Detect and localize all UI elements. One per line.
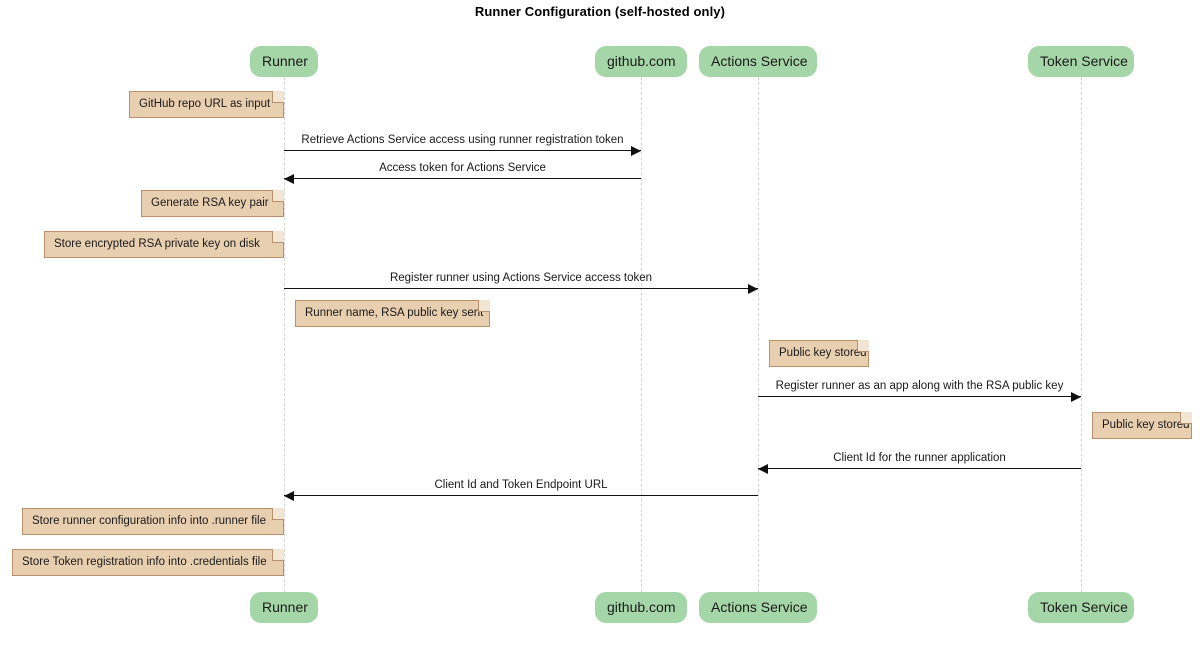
participant-label: Token Service — [1040, 53, 1128, 69]
note-store-token: Store Token registration info into .cred… — [12, 549, 284, 576]
msg-retrieve-access-arrowhead — [631, 145, 641, 156]
note-pubkey-actions: Public key stored — [769, 340, 869, 367]
msg-client-id-arrowhead — [758, 463, 768, 474]
lifeline-token — [1081, 77, 1082, 592]
note-text: Runner name, RSA public key sent — [305, 307, 484, 319]
note-runner-name: Runner name, RSA public key sent — [295, 300, 490, 327]
lifeline-github — [641, 77, 642, 592]
participant-github-bottom[interactable]: github.com — [595, 592, 687, 623]
note-text: Store runner configuration info into .ru… — [32, 515, 266, 527]
participant-github-top[interactable]: github.com — [595, 46, 687, 77]
msg-access-token-label: Access token for Actions Service — [379, 162, 546, 174]
lifeline-runner — [284, 77, 285, 592]
note-fold-corner-icon — [1180, 412, 1192, 424]
participant-label: Actions Service — [711, 599, 808, 615]
msg-client-id-endpoint-arrowhead — [284, 490, 294, 501]
participant-label: github.com — [607, 53, 676, 69]
msg-client-id-line — [758, 468, 1081, 469]
note-fold-corner-icon — [857, 340, 869, 352]
note-store-rsa: Store encrypted RSA private key on disk — [44, 231, 284, 258]
note-generate-rsa: Generate RSA key pair — [141, 190, 284, 217]
msg-register-app-arrowhead — [1071, 391, 1081, 402]
msg-retrieve-access-label: Retrieve Actions Service access using ru… — [301, 134, 624, 146]
note-text: Public key stored — [1102, 419, 1190, 431]
participant-label: Token Service — [1040, 599, 1128, 615]
participant-runner-bottom[interactable]: Runner — [250, 592, 318, 623]
note-fold-corner-icon — [272, 231, 284, 243]
msg-access-token-arrowhead — [284, 173, 294, 184]
note-fold-corner-icon — [272, 91, 284, 103]
msg-register-app-line — [758, 396, 1081, 397]
note-pubkey-token: Public key stored — [1092, 412, 1192, 439]
note-text: Generate RSA key pair — [151, 197, 269, 209]
note-fold-corner-icon — [272, 190, 284, 202]
msg-register-runner-label: Register runner using Actions Service ac… — [389, 272, 653, 284]
msg-register-runner-arrowhead — [748, 283, 758, 294]
participant-actions-bottom[interactable]: Actions Service — [699, 592, 817, 623]
participant-label: Actions Service — [711, 53, 808, 69]
note-repo-url: GitHub repo URL as input — [129, 91, 284, 118]
participant-label: github.com — [607, 599, 676, 615]
msg-retrieve-access-line — [284, 150, 641, 151]
participant-token-bottom[interactable]: Token Service — [1028, 592, 1134, 623]
participant-token-top[interactable]: Token Service — [1028, 46, 1134, 77]
note-fold-corner-icon — [272, 508, 284, 520]
msg-client-id-endpoint-label: Client Id and Token Endpoint URL — [434, 479, 608, 491]
participant-label: Runner — [262, 53, 308, 69]
note-fold-corner-icon — [478, 300, 490, 312]
note-text: Store encrypted RSA private key on disk — [54, 238, 260, 250]
msg-access-token-line — [284, 178, 641, 179]
msg-register-app-label: Register runner as an app along with the… — [775, 380, 1064, 392]
participant-runner-top[interactable]: Runner — [250, 46, 318, 77]
note-fold-corner-icon — [272, 549, 284, 561]
msg-client-id-endpoint-line — [284, 495, 758, 496]
page-title: Runner Configuration (self-hosted only) — [474, 4, 726, 19]
note-store-config: Store runner configuration info into .ru… — [22, 508, 284, 535]
participant-label: Runner — [262, 599, 308, 615]
note-text: GitHub repo URL as input — [139, 98, 271, 110]
msg-client-id-label: Client Id for the runner application — [833, 452, 1006, 464]
note-text: Store Token registration info into .cred… — [22, 556, 267, 568]
note-text: Public key stored — [779, 347, 867, 359]
msg-register-runner-line — [284, 288, 758, 289]
participant-actions-top[interactable]: Actions Service — [699, 46, 817, 77]
lifeline-actions — [758, 77, 759, 592]
